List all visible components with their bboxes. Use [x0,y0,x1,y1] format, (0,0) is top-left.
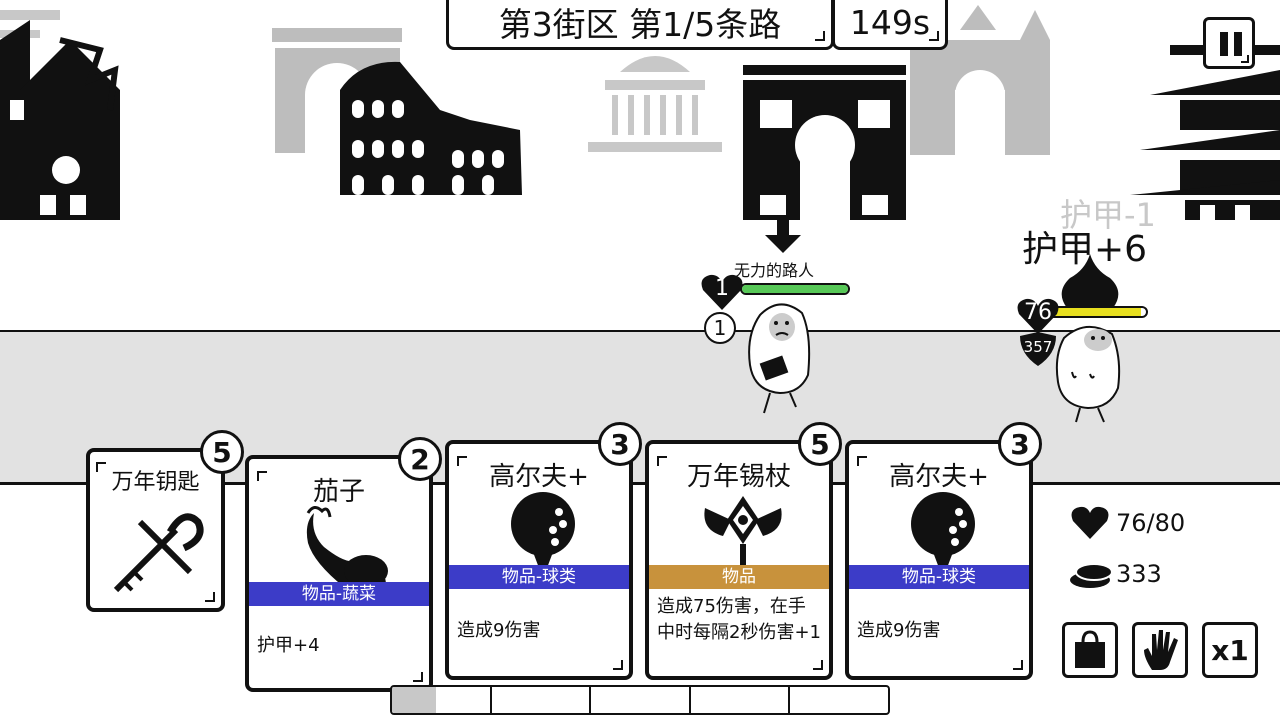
golf-ball-icon [911,492,975,568]
player-hp-badge: 76 [1024,300,1052,325]
card-description: 护甲+4 [257,635,320,656]
cost-number: 3 [1010,427,1030,461]
house-silhouette-icon [0,20,120,220]
hand-icon [1144,630,1178,670]
cost-number: 5 [212,435,232,469]
wave-progress-bar [390,685,890,715]
shop-bag-button[interactable] [1062,622,1118,678]
pause-button[interactable] [1203,17,1255,69]
card-tag: 物品-蔬菜 [249,582,429,606]
cost-badge: 5 [798,422,842,466]
card-tag: 物品 [649,565,829,589]
card-title: 万年锡杖 [686,462,791,492]
arc-de-triomphe-icon [743,65,906,220]
enemy-character[interactable] [740,295,820,415]
cost-number: 2 [410,442,430,476]
timer-text: 149s [849,2,931,42]
player-hp-fill [1042,308,1141,316]
enemy-hp-fill [742,285,848,293]
cost-badge: 3 [998,422,1042,466]
shield-icon [1020,332,1056,366]
card-title: 茄子 [312,477,365,507]
hp-value: 76/80 [1116,509,1186,537]
shopping-bag-icon [1075,630,1105,668]
pantheon-icon [588,56,722,152]
player-character[interactable] [1050,318,1130,428]
enemy-armor-badge: 1 [704,312,736,344]
player-shield-badge: 357 [1023,338,1053,356]
cost-number: 3 [610,427,630,461]
card-tag: 物品-球类 [849,565,1029,589]
hand-button[interactable] [1132,622,1188,678]
card-title: 高尔夫+ [889,462,989,492]
golf-ball-icon [511,492,575,568]
enemy-hp-number: 1 [715,276,729,301]
cost-badge: 5 [200,430,244,474]
speed-toggle-button[interactable]: x1 [1202,622,1258,678]
city-skyline [0,5,1280,220]
coins-icon [1070,563,1113,588]
card-tag: 物品-球类 [449,565,629,589]
card-golf[interactable]: 高尔夫+ 物品-球类 造成9伤害 [445,440,633,680]
progress-segment [691,687,791,713]
heart-icon [701,274,743,310]
progress-segment [492,687,592,713]
enemy-hp-bar [740,283,850,295]
enemy-name: 无力的路人 [734,261,815,280]
speed-label: x1 [1211,633,1249,667]
staff-icon [704,496,782,570]
coin-stat: 333 [1068,558,1162,590]
card-description: 造成75伤害，在手中时每隔2秒伤害+1 [657,596,821,643]
colosseum-icon [340,61,522,195]
armor-loss-float: 护甲-1 [1060,196,1156,234]
castle-icon [910,5,1050,155]
enemy-armor-number: 1 [713,316,727,340]
card-golf[interactable]: 高尔夫+ 物品-球类 造成9伤害 [845,440,1033,680]
card-staff[interactable]: 万年锡杖 物品 造成75伤害，在手中时每隔2秒伤害+1 [645,440,833,680]
cost-number: 5 [810,427,830,461]
card-title: 万年钥匙 [111,470,200,495]
target-arrow-icon [765,215,801,253]
armor-gain-float: 护甲+6 [1022,229,1148,270]
eggplant-icon [306,506,388,587]
timer-box: 149s [832,0,948,50]
key-icon [113,513,204,593]
card-description: 造成9伤害 [457,620,541,641]
heart-icon [1071,506,1109,539]
stage-label-box: 第3街区 第1/5条路 [446,0,834,50]
progress-segment [591,687,691,713]
progress-fill [392,687,436,713]
card-description: 造成9伤害 [857,620,941,641]
coin-value: 333 [1116,560,1162,588]
card-eggplant[interactable]: 茄子 物品-蔬菜 护甲+4 [245,455,433,692]
progress-segment [790,687,888,713]
cost-badge: 2 [398,437,442,481]
garlic-icon [1061,254,1119,312]
card-title: 高尔夫+ [489,462,589,492]
card-key[interactable]: 万年钥匙 [86,448,225,612]
progress-segment [392,687,492,713]
heart-icon [1017,298,1059,334]
stage-label: 第3街区 第1/5条路 [498,5,782,44]
cost-badge: 3 [598,422,642,466]
hp-stat: 76/80 [1070,505,1185,541]
